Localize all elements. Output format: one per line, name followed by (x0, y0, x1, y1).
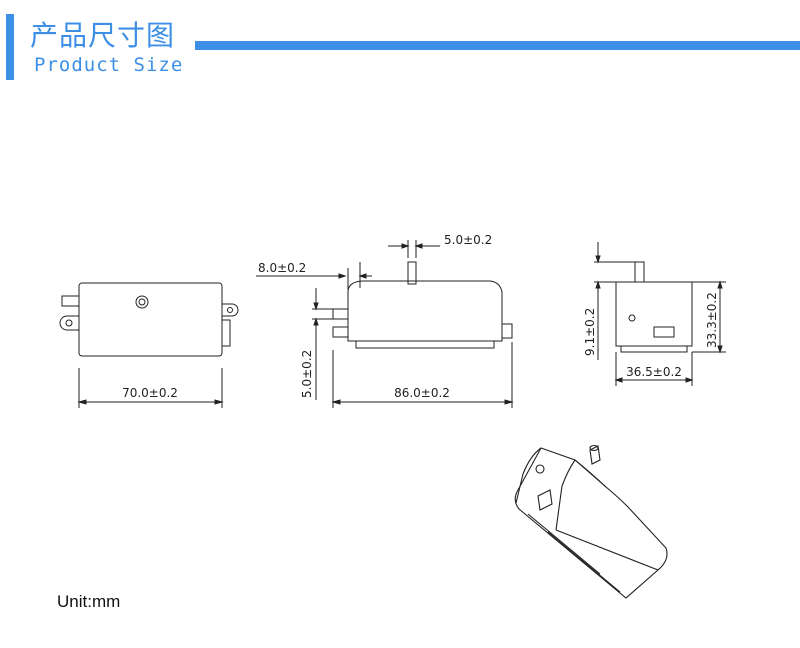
front-right-tab (221, 319, 231, 347)
unit-label: Unit:mm (57, 592, 121, 611)
iso-front-edge (515, 447, 542, 504)
dim-side-height: 5.0±0.2 (300, 350, 314, 398)
dim-nozzle-width: 5.0±0.2 (444, 233, 492, 247)
dim-end-height: 9.1±0.2 (583, 308, 597, 356)
iso-body-edge (555, 529, 659, 571)
front-right-hole (227, 307, 233, 313)
end-base (620, 345, 688, 353)
iso-slot (537, 489, 553, 511)
end-port (628, 314, 636, 322)
front-left-tab (61, 295, 80, 307)
header-rule (195, 41, 800, 50)
end-nozzle (634, 261, 645, 283)
front-view (59, 282, 239, 408)
dim-end-width: 36.5±0.2 (626, 365, 682, 379)
front-left-lug (59, 315, 79, 331)
iso-curve-edge (574, 459, 607, 488)
end-view (594, 242, 726, 386)
side-lower-tab (332, 326, 349, 338)
front-port-outer (135, 295, 149, 309)
iso-top-edge (555, 459, 576, 531)
iso-body-outline (514, 447, 668, 599)
front-port-inner (138, 298, 146, 306)
dim-side-offset: 8.0±0.2 (258, 261, 306, 275)
isometric-view (514, 444, 668, 599)
iso-base-line1 (547, 531, 621, 593)
side-body (347, 280, 503, 342)
header-bar: 产品尺寸图 Product Size (0, 0, 800, 90)
front-body (78, 282, 223, 357)
dim-front-width: 70.0±0.2 (122, 386, 178, 400)
dim-end-total-height: 33.3±0.2 (705, 292, 719, 348)
iso-port (535, 464, 545, 474)
front-left-hole (65, 319, 73, 327)
header-accent (6, 14, 14, 80)
side-view (256, 240, 514, 408)
page-title: 产品尺寸图 (30, 19, 176, 52)
page-subtitle: Product Size (34, 54, 184, 76)
iso-base-line2 (527, 513, 601, 575)
side-right-tab (501, 323, 513, 339)
front-right-lug (222, 303, 239, 317)
side-upper-tab (332, 308, 349, 320)
iso-nozzle (589, 445, 601, 465)
end-slot (653, 326, 675, 338)
side-nozzle (407, 261, 417, 285)
dim-side-length: 86.0±0.2 (394, 386, 450, 400)
side-base (355, 340, 495, 349)
